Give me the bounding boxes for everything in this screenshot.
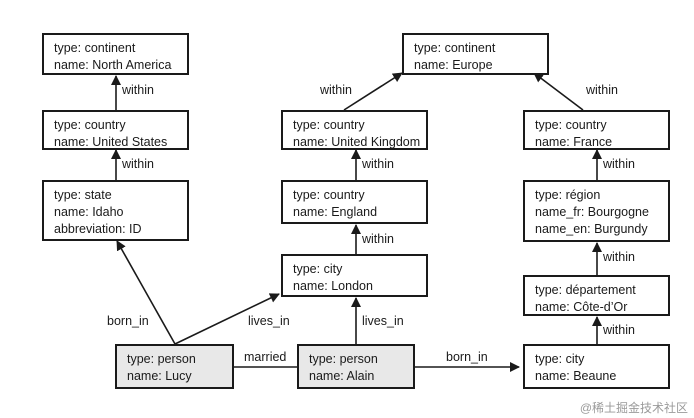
edge-label-beaune-within: within	[603, 323, 635, 337]
node-type: type: city	[535, 352, 585, 366]
node-name: name: Europe	[414, 58, 493, 72]
edge-label-england-within: within	[362, 157, 394, 171]
node-name: name: North America	[54, 58, 172, 72]
node-type: type: country	[535, 118, 607, 132]
edge-label-bourgogne-within: within	[603, 157, 635, 171]
node-type: type: person	[127, 352, 196, 366]
node-name: name: London	[293, 279, 373, 293]
node-name: name: Beaune	[535, 369, 617, 383]
node-lucy: type: person name: Lucy	[115, 344, 234, 389]
node-type: type: person	[309, 352, 378, 366]
edge-label-alain-lives-in: lives_in	[362, 314, 404, 328]
node-united-kingdom: type: country name: United Kingdom	[281, 110, 428, 150]
edge-label-idaho-within: within	[122, 157, 154, 171]
node-type: type: state	[54, 188, 112, 202]
node-idaho: type: state name: Idaho abbreviation: ID	[42, 180, 189, 241]
node-name: name: United States	[54, 135, 168, 149]
node-name: name: Côte-d’Or	[535, 300, 628, 314]
node-type: type: country	[293, 188, 365, 202]
node-north-america: type: continent name: North America	[42, 33, 189, 75]
node-abbreviation: abbreviation: ID	[54, 222, 142, 236]
node-bourgogne: type: région name_fr: Bourgogne name_en:…	[523, 180, 670, 242]
node-beaune: type: city name: Beaune	[523, 344, 670, 389]
edge-label-uk-within: within	[320, 83, 352, 97]
node-type: type: country	[293, 118, 365, 132]
node-name: name: Lucy	[127, 369, 192, 383]
node-name: name: Idaho	[54, 205, 124, 219]
node-name: name: England	[293, 205, 378, 219]
node-type: type: continent	[414, 41, 496, 55]
edge-france-to-europe	[533, 72, 584, 111]
node-type: type: département	[535, 283, 636, 297]
edge-uk-to-europe	[343, 72, 403, 111]
edge-label-married: married	[244, 350, 287, 364]
node-united-states: type: country name: United States	[42, 110, 189, 150]
node-name: name: United Kingdom	[293, 135, 421, 149]
edge-label-france-within: within	[586, 83, 618, 97]
node-europe: type: continent name: Europe	[402, 33, 549, 75]
edge-label-lucy-born-in: born_in	[107, 314, 149, 328]
node-type: type: continent	[54, 41, 136, 55]
node-name: name: Alain	[309, 369, 375, 383]
node-name-fr: name_fr: Bourgogne	[535, 205, 649, 219]
edge-label-alain-born-in: born_in	[446, 350, 488, 364]
node-england: type: country name: England	[281, 180, 428, 224]
node-cote-dor: type: département name: Côte-d’Or	[523, 275, 670, 316]
edge-label-london-within: within	[362, 232, 394, 246]
edge-label-cotedor-within: within	[603, 250, 635, 264]
edge-label-lucy-lives-in: lives_in	[248, 314, 290, 328]
node-type: type: country	[54, 118, 126, 132]
watermark: @稀土掘金技术社区	[579, 401, 688, 415]
node-type: type: city	[293, 262, 343, 276]
node-type: type: région	[535, 188, 601, 202]
node-alain: type: person name: Alain	[297, 344, 415, 389]
node-france: type: country name: France	[523, 110, 670, 150]
node-name-en: name_en: Burgundy	[535, 222, 648, 236]
node-london: type: city name: London	[281, 254, 428, 297]
edge-lucy-to-idaho	[116, 240, 176, 345]
edge-lucy-to-london	[174, 293, 280, 345]
node-name: name: France	[535, 135, 613, 149]
edge-label-us-within: within	[122, 83, 154, 97]
